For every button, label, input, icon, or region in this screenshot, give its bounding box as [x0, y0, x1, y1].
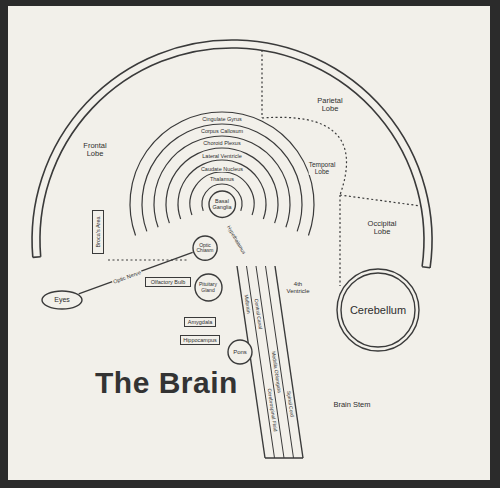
- lobe-label: Temporal Lobe: [309, 161, 336, 175]
- dotted-divider: [261, 50, 262, 118]
- outline: [209, 191, 235, 217]
- eye-oval: Eyes: [41, 290, 83, 310]
- dotted-divider: [108, 259, 188, 260]
- lobe-label: Occipital Lobe: [368, 220, 397, 237]
- structure-circle: Basal Ganglia: [208, 190, 236, 218]
- text-holder: Basal Ganglia: [213, 198, 232, 210]
- ring-label: Caudate Nucleus: [201, 166, 243, 172]
- lobe-dividers: [108, 50, 421, 286]
- outline: [42, 291, 82, 309]
- outline-cap: [33, 257, 430, 268]
- structure-box: Olfactory Bulb: [145, 277, 191, 286]
- node-label: Hippocampus: [183, 337, 217, 343]
- node-label: Eyes: [54, 296, 70, 304]
- text-holder: Broca's Area: [95, 216, 101, 247]
- stem-line: [275, 266, 303, 458]
- area-box: Broca's Area: [92, 210, 104, 254]
- cerebellum-circle: Cerebellum: [336, 268, 420, 352]
- node-label: Optic Chiasm: [197, 242, 214, 253]
- text-holder: Cerebellum: [350, 304, 406, 316]
- inner-line: [40, 48, 424, 267]
- text-holder: Hippocampus: [183, 337, 217, 343]
- lobe-label: Frontal Lobe: [83, 142, 106, 159]
- structure-box: Hippocampus: [180, 335, 220, 344]
- dotted-divider: [340, 195, 421, 206]
- nerve-line: [79, 252, 193, 293]
- structure-label: 4th Ventricle: [286, 281, 309, 294]
- outline: [228, 340, 252, 364]
- region-label: Brain Stem: [333, 401, 370, 409]
- node-label: Pons: [233, 349, 247, 356]
- inner-outline: [341, 273, 415, 347]
- head-outline: [32, 40, 432, 268]
- node-label: Cerebellum: [350, 304, 406, 316]
- outline: [193, 236, 217, 260]
- title: The Brain: [95, 366, 238, 400]
- paper: [8, 6, 490, 480]
- structure-circle: Pituitary Gland: [194, 273, 223, 302]
- node-label: Olfactory Bulb: [151, 279, 186, 285]
- ring-line: [142, 124, 302, 231]
- outline: [337, 269, 419, 351]
- text-holder: Eyes: [54, 296, 70, 304]
- ring-label: Corpus Callosum: [201, 128, 243, 134]
- structure-circle: Pons: [227, 339, 253, 365]
- ring-label: Cingulate Gyrus: [202, 116, 241, 122]
- text-holder: Optic Chiasm: [197, 242, 214, 253]
- dotted-divider: [339, 195, 340, 286]
- ring-line: [130, 112, 314, 235]
- ring-line: [166, 148, 278, 223]
- text-holder: Pituitary Gland: [199, 282, 217, 293]
- ring-label: Thalamus: [210, 176, 234, 182]
- ring-label: Lateral Ventricle: [202, 153, 241, 159]
- concentric-structures: [130, 112, 314, 235]
- node-label: Broca's Area: [95, 216, 101, 247]
- ring-label: Choroid Plexus: [203, 140, 240, 146]
- lobe-label: Parietal Lobe: [317, 97, 342, 114]
- structure-box: Amygdala: [184, 317, 216, 326]
- text-holder: Amygdala: [188, 319, 212, 325]
- node-label: Amygdala: [188, 319, 212, 325]
- structure-circle: Optic Chiasm: [192, 235, 218, 261]
- node-label: Basal Ganglia: [213, 198, 232, 210]
- outer-line: [32, 40, 432, 268]
- ring-line: [154, 136, 290, 227]
- text-holder: Olfactory Bulb: [151, 279, 186, 285]
- ring-line: [178, 160, 266, 219]
- text-holder: Pons: [233, 349, 247, 356]
- node-label: Pituitary Gland: [199, 282, 217, 293]
- outline: [195, 274, 222, 301]
